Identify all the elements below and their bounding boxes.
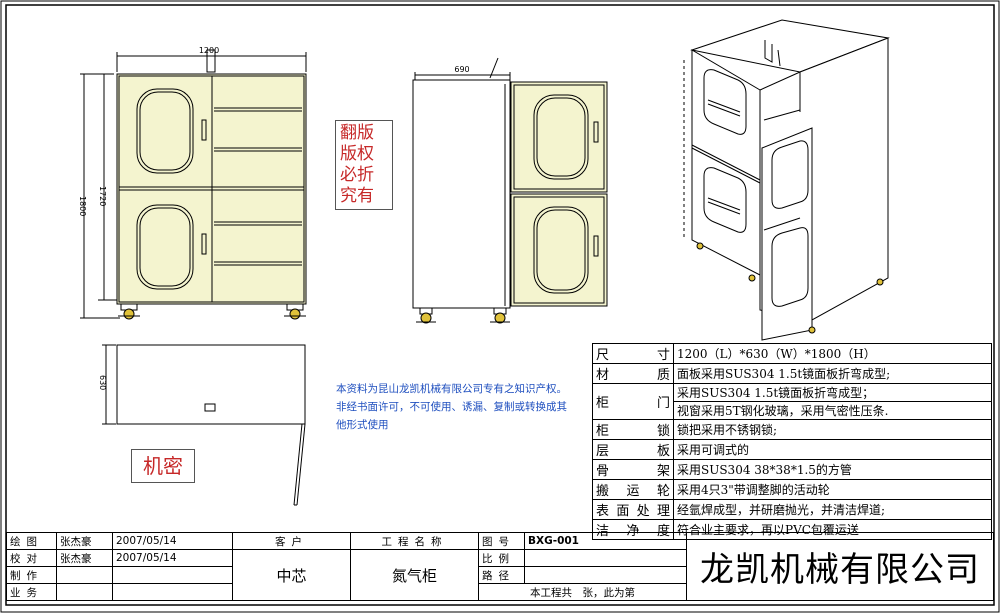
- front-height-dim-outer: 1800: [78, 196, 87, 216]
- spec-row: 材 质面板采用SUS304 1.5t镜面板折弯成型;: [592, 363, 992, 384]
- path-label: 路径: [478, 566, 525, 584]
- spec-key: 尺 寸: [592, 343, 674, 364]
- checked-label: 校对: [6, 549, 57, 567]
- isometric-view: [683, 19, 890, 341]
- spec-key: 搬 运 轮: [592, 479, 674, 500]
- path-value: [523, 566, 688, 584]
- spec-row: 表面处理经氩焊成型，并研磨抛光，并清洁焊道;: [592, 499, 992, 520]
- spec-row: 柜 锁锁把采用不锈钢锁;: [592, 419, 992, 440]
- drawn-by: 张杰豪: [56, 532, 113, 550]
- business-by: [56, 583, 113, 601]
- copyright-stamp-line: 版权: [340, 144, 374, 164]
- client-value: 中芯: [232, 549, 351, 601]
- spec-key: 表面处理: [592, 499, 674, 520]
- drawing-no-label: 图号: [478, 532, 525, 550]
- company-name: 龙凯机械有限公司: [686, 532, 994, 601]
- spec-value: 视窗采用5T钢化玻璃，采用气密性压条.: [673, 401, 992, 420]
- title-block: 绘图 张杰豪 2007/05/14 客户 工程名称 图号 BXG-001 龙凯机…: [6, 532, 994, 601]
- spec-key: 材 质: [592, 363, 674, 384]
- front-height-dim-inner: 1720: [98, 186, 107, 206]
- spec-value: 面板采用SUS304 1.5t镜面板折弯成型;: [673, 363, 992, 384]
- spec-key: 柜 锁: [592, 419, 674, 440]
- copyright-stamp-line: 必折: [340, 165, 374, 185]
- business-label: 业务: [6, 583, 57, 601]
- copyright-stamp-line: 翻版: [340, 123, 374, 143]
- top-depth-dim: 630: [98, 375, 107, 390]
- checked-date: 2007/05/14: [112, 549, 233, 567]
- scale-value: [523, 549, 688, 567]
- copyright-stamp-line: 究有: [340, 186, 374, 206]
- made-label: 制作: [6, 566, 57, 584]
- spec-key: 层 板: [592, 439, 674, 460]
- checked-by: 张杰豪: [56, 549, 113, 567]
- scale-label: 比例: [478, 549, 525, 567]
- spec-row: 柜 门采用SUS304 1.5t镜面板折弯成型；: [592, 383, 992, 420]
- front-view: [80, 49, 307, 320]
- drawn-date: 2007/05/14: [112, 532, 233, 550]
- spec-value: 采用4只3"带调整脚的活动轮: [673, 479, 992, 500]
- made-by: [56, 566, 113, 584]
- inner-border: [5, 4, 995, 606]
- side-depth-dim: 690: [454, 65, 469, 74]
- spec-value: 采用SUS304 38*38*1.5的方管: [673, 459, 992, 480]
- spec-value: 采用可调式的: [673, 439, 992, 460]
- spec-key: 柜 门: [592, 383, 674, 420]
- spec-row: 骨 架采用SUS304 38*38*1.5的方管: [592, 459, 992, 480]
- drawn-label: 绘图: [6, 532, 57, 550]
- top-view: [102, 344, 306, 506]
- business-date: [112, 583, 233, 601]
- project-value: 氮气柜: [350, 549, 479, 601]
- spec-value: 锁把采用不锈钢锁;: [673, 419, 992, 440]
- copyright-notice: 本资料为昆山龙凯机械有限公司专有之知识产权。非经书面许可，不可使用、诱漏、复制或…: [336, 383, 567, 431]
- copyright-stamp: 翻版 版权 必折 究有: [335, 120, 393, 210]
- spec-key: 骨 架: [592, 459, 674, 480]
- sheet-note: 本工程共 张，此为第: [477, 583, 688, 601]
- spec-row: 层 板采用可调式的: [592, 439, 992, 460]
- spec-value: 经氩焊成型，并研磨抛光，并清洁焊道;: [673, 499, 992, 520]
- client-label: 客户: [232, 532, 351, 550]
- spec-value: 1200（L）*630（W）*1800（H）: [673, 343, 992, 364]
- project-label: 工程名称: [350, 532, 479, 550]
- spec-row: 搬 运 轮采用4只3"带调整脚的活动轮: [592, 479, 992, 500]
- side-view: [412, 57, 608, 324]
- spec-row: 视窗采用5T钢化玻璃，采用气密性压条.: [593, 401, 992, 420]
- front-width-dim: 1200: [199, 46, 219, 55]
- drawing-number: BXG-001: [523, 532, 688, 550]
- made-date: [112, 566, 233, 584]
- confidential-label: 机密: [131, 449, 195, 483]
- spec-value: 采用SUS304 1.5t镜面板折弯成型；: [673, 383, 992, 402]
